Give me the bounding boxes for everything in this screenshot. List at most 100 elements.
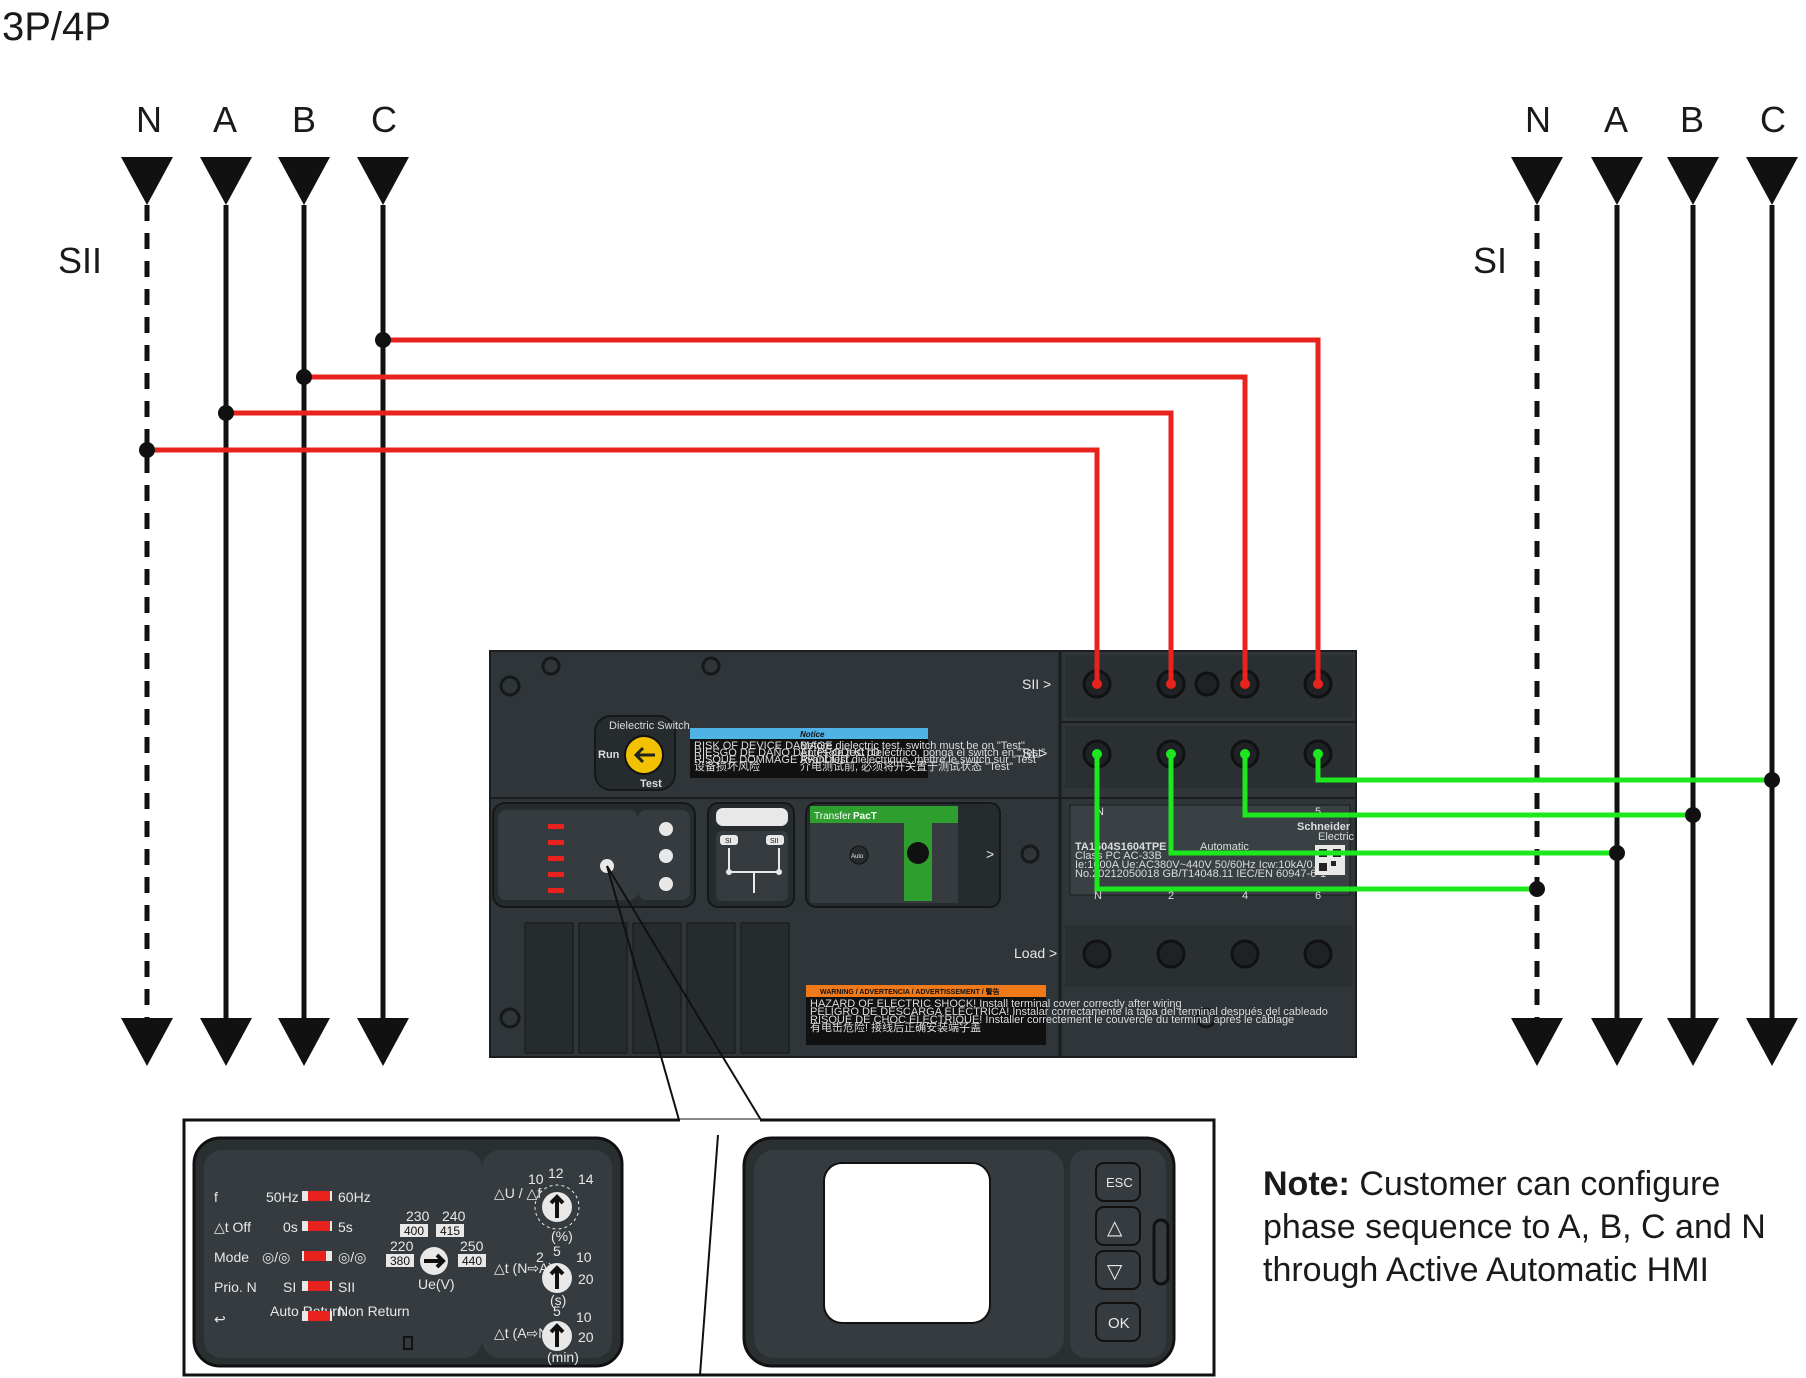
dip-switch xyxy=(548,840,564,845)
right-bus-label-c: C xyxy=(1760,99,1786,140)
dip-switch-slider xyxy=(308,1221,330,1231)
chevron-right-icon: > xyxy=(986,846,994,862)
brand-logo: Schneider xyxy=(1297,821,1351,833)
transfer-mimic: SII SI xyxy=(707,802,795,908)
dielectric-switch-title: Dielectric Switch xyxy=(609,720,690,732)
note-text: Customer can configure phase sequence to… xyxy=(1263,1165,1766,1289)
dial-label: △t (N⇨A) xyxy=(494,1260,553,1276)
dial-tick: 10 xyxy=(528,1171,544,1187)
setting-left-value: ◎/◎ xyxy=(262,1249,290,1265)
warning-line: HAZARD OF ELECTRIC SHOCK! Install termin… xyxy=(810,998,1182,1010)
terminal-screw-icon xyxy=(1194,671,1220,697)
terminal-screw-icon xyxy=(1230,939,1260,969)
terminal-label-load: Load > xyxy=(1014,945,1057,961)
left-source-label: SII xyxy=(58,240,102,281)
right-bus-label-a: A xyxy=(1604,99,1628,140)
left-bus-a-bottom-arrow xyxy=(200,1018,252,1066)
hmi-up-button[interactable] xyxy=(1095,1206,1141,1246)
setting-name-dt-off: △t Off xyxy=(214,1219,251,1235)
transferpact-banner xyxy=(810,806,958,823)
terminal-connection xyxy=(1166,679,1176,689)
hmi-display xyxy=(823,1162,991,1324)
transfer-switch-device: SII > SI > Load > xyxy=(489,650,1357,1058)
transferpact-prefix: Transfer xyxy=(814,811,852,822)
dip-switches xyxy=(302,1191,332,1321)
sii-terminals xyxy=(1065,655,1353,717)
dip-switch-slider xyxy=(308,1281,330,1291)
dial-tick: 5 xyxy=(553,1243,561,1259)
zoom-pointer-line xyxy=(606,865,762,1121)
junction-dot xyxy=(139,442,155,458)
notice-label: Notice RISK OF DEVICE DAMAGE RIESGO DE D… xyxy=(690,728,1045,778)
wire-c-to-sii xyxy=(383,337,1321,684)
junction-dot xyxy=(1529,881,1545,897)
note-bold-label: Note: xyxy=(1263,1165,1350,1203)
screw-icon xyxy=(1020,844,1040,864)
right-source-si: SI N A B C xyxy=(1473,99,1798,1066)
diagram-title: 3P/4P xyxy=(2,5,111,49)
nameplate-bottom-number: 2 xyxy=(1168,890,1174,902)
source-sii-wires xyxy=(147,337,1321,684)
junction-dot xyxy=(296,369,312,385)
terminal-connection xyxy=(1313,749,1323,759)
delay-dial-n-to-a[interactable]: △t (N⇨A) 5 10 2 20 (s) xyxy=(494,1243,594,1308)
voltage-option: 220 xyxy=(390,1238,414,1254)
right-bus-a-bottom-arrow xyxy=(1591,1018,1643,1066)
hmi-down-button[interactable] xyxy=(1095,1250,1141,1290)
dial-tick: (%) xyxy=(551,1228,573,1244)
hmi-ok-button[interactable] xyxy=(1095,1302,1141,1342)
left-bus-c-top-arrow xyxy=(357,157,409,205)
dial-mini xyxy=(659,877,673,891)
nameplate-row: Ie:1600A Ue:AC380V~440V 50/60Hz Icw:10kA… xyxy=(1075,859,1328,871)
qr-code-mark xyxy=(1331,861,1336,866)
mimic-node xyxy=(726,869,732,875)
module-slot xyxy=(686,922,736,1054)
voltage-option: 440 xyxy=(462,1254,482,1268)
notice-right-line: Before dielectric test, switch must be o… xyxy=(800,740,1025,752)
wire-c-from-si xyxy=(1315,754,1772,783)
mimic-sii-label: SII xyxy=(770,838,779,845)
terminal-connection xyxy=(1092,679,1102,689)
dielectric-switch[interactable]: Dielectric Switch Run Test xyxy=(594,715,690,791)
module-slot xyxy=(632,922,682,1054)
left-bus-label-c: C xyxy=(371,99,397,140)
dial-arrow-icon xyxy=(549,1194,565,1218)
notice-right-line: 介电测试前, 必须将开关置于测试状态 "Test" xyxy=(800,759,1013,773)
right-bus-label-b: B xyxy=(1680,99,1704,140)
terminal-screw-icon xyxy=(1303,939,1333,969)
brand-logo-sub: Electric xyxy=(1318,831,1355,843)
wire-a-to-sii xyxy=(226,410,1174,684)
notice-header-bar xyxy=(690,728,928,739)
junction-dot xyxy=(1764,772,1780,788)
nameplate-row: No.20212050018 GB/T14048.11 IEC/EN 60947… xyxy=(1075,868,1326,880)
setting-name-prio-n: Prio. N xyxy=(214,1279,257,1295)
qr-code-mark xyxy=(1319,863,1327,871)
left-arrow-icon xyxy=(633,746,655,764)
right-bus-b-bottom-arrow xyxy=(1667,1018,1719,1066)
hmi-esc-button[interactable] xyxy=(1095,1162,1141,1202)
warning-line: PELIGRO DE DESCARGA ELÉCTRICA! Instalar … xyxy=(810,1005,1328,1018)
lower-modules xyxy=(524,922,790,1054)
junction-dot xyxy=(218,405,234,421)
nameplate-bottom-number: 4 xyxy=(1242,890,1248,902)
terminal-screw-icon xyxy=(1082,939,1112,969)
dip-switch xyxy=(548,824,564,829)
mimic-icon-bar xyxy=(716,808,788,826)
nameplate-top-number: N xyxy=(1096,806,1104,818)
dial-tick: 14 xyxy=(578,1171,594,1187)
terminal-connection xyxy=(1166,749,1176,759)
setting-left-value: SI xyxy=(283,1279,296,1295)
right-bus-c-top-arrow xyxy=(1746,157,1798,205)
delay-dial-a-to-n[interactable]: △t (A⇨N) 5 10 20 (min) xyxy=(494,1303,594,1365)
voltage-option-box xyxy=(386,1254,414,1267)
warning-line: RISQUE DE CHOC ÉLECTRIQUE! Installer cor… xyxy=(810,1013,1294,1026)
screw-icon xyxy=(1195,1007,1217,1029)
terminal-connection xyxy=(1240,749,1250,759)
voltage-dial[interactable]: 230 240 400 415 220 250 380 440 Ue(V) xyxy=(386,1208,486,1292)
threshold-dial[interactable]: △U / △f 12 10 14 (%) xyxy=(494,1165,594,1244)
voltage-option: 415 xyxy=(440,1224,460,1238)
screw-icon xyxy=(701,656,721,676)
wire-n-to-sii xyxy=(147,447,1100,684)
left-bus-label-a: A xyxy=(213,99,237,140)
